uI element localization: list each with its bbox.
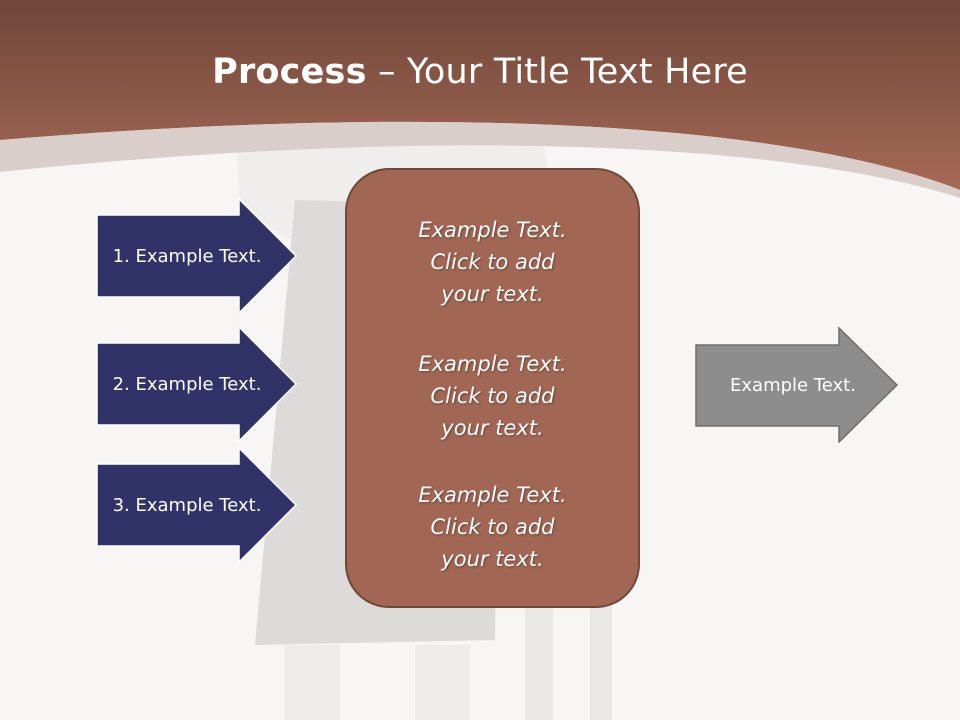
slide-title: Process – Your Title Text Here bbox=[0, 52, 960, 92]
result-arrow-label: Example Text. bbox=[730, 374, 856, 396]
title-bold: Process bbox=[212, 52, 367, 92]
step-arrow-3[interactable]: 3. Example Text. bbox=[96, 447, 298, 563]
arrow-shape bbox=[695, 327, 899, 443]
step-arrow-1[interactable]: 1. Example Text. bbox=[96, 198, 298, 314]
step-arrow-label: 1. Example Text. bbox=[112, 245, 262, 267]
step-arrow-2[interactable]: 2. Example Text. bbox=[96, 326, 298, 442]
step-arrow-label: 3. Example Text. bbox=[112, 494, 262, 516]
center-paragraph-2: Example Text. Click to add your text. bbox=[418, 352, 567, 440]
arrow-shape bbox=[96, 447, 298, 563]
center-paragraph-1: Example Text. Click to add your text. bbox=[418, 218, 567, 306]
arrow-shape bbox=[96, 198, 298, 314]
center-paragraph-3: Example Text. Click to add your text. bbox=[418, 483, 567, 571]
arrow-shape bbox=[96, 326, 298, 442]
result-arrow[interactable]: Example Text. bbox=[695, 327, 899, 443]
title-rest: – Your Title Text Here bbox=[366, 52, 748, 92]
center-text-box[interactable]: Example Text. Click to add your text. Ex… bbox=[345, 168, 640, 608]
step-arrow-label: 2. Example Text. bbox=[112, 373, 262, 395]
header-band bbox=[0, 0, 960, 198]
